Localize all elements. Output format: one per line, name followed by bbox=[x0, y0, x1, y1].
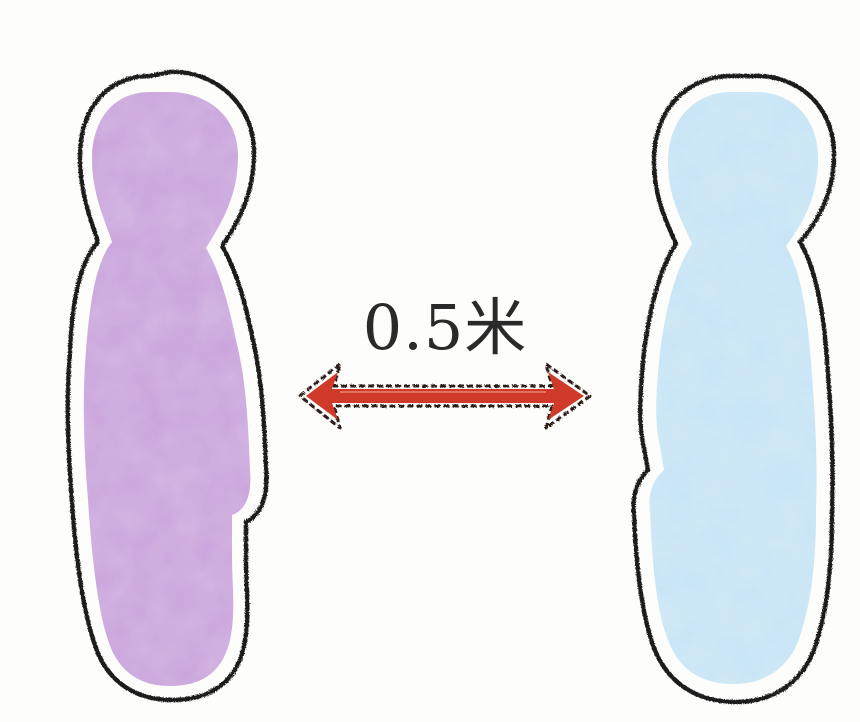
distance-arrow bbox=[300, 364, 590, 428]
arrow-fill bbox=[306, 372, 584, 420]
left-person-fill bbox=[84, 92, 251, 686]
distance-label: 0.5米 bbox=[330, 293, 560, 363]
left-person-figure bbox=[68, 72, 267, 700]
right-person-figure bbox=[634, 76, 834, 702]
right-person-fill bbox=[650, 92, 818, 684]
